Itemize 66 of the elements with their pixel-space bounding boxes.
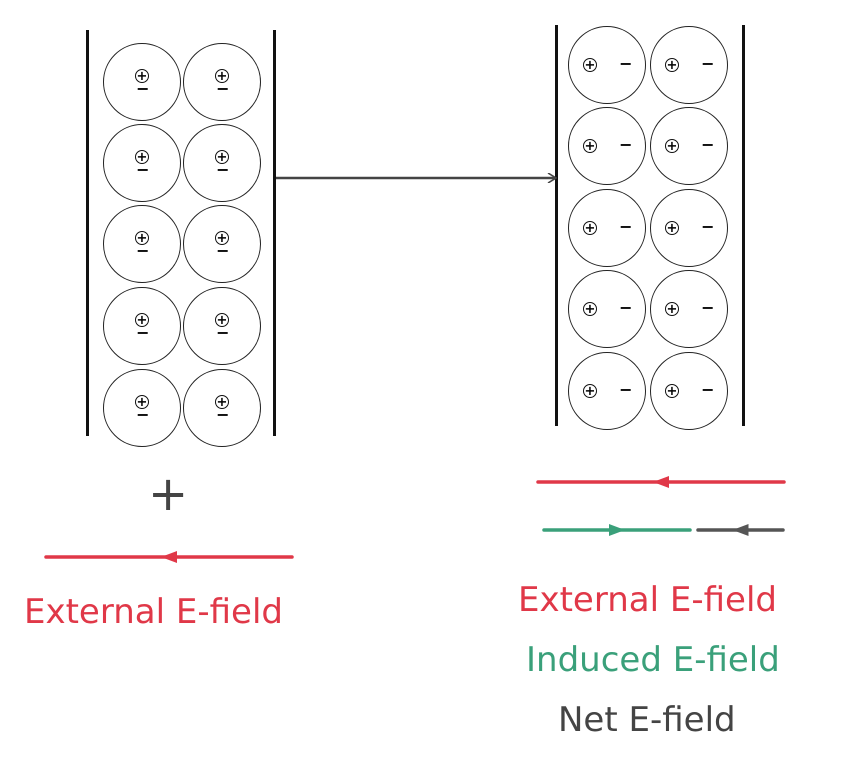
atom-circle (650, 189, 728, 267)
positive-charge: + (135, 150, 149, 164)
positive-charge: + (665, 58, 679, 72)
atom-circle (568, 270, 646, 348)
positive-charge: + (135, 313, 149, 327)
positive-charge: + (215, 69, 229, 83)
positive-charge: + (583, 58, 597, 72)
legend-text: Induced E-field (526, 640, 780, 680)
negative-charge: − (619, 220, 632, 234)
negative-charge: − (701, 57, 714, 71)
positive-charge: + (135, 395, 149, 409)
legend-text: External E-field (24, 592, 283, 632)
negative-charge: − (136, 244, 150, 258)
positive-charge: + (665, 384, 679, 398)
atom-circle (183, 369, 261, 447)
atom-circle (650, 352, 728, 430)
atom-circle (568, 189, 646, 267)
legend-text: Net E-field (558, 700, 736, 740)
negative-charge: − (619, 383, 632, 397)
atom-circle (183, 43, 261, 121)
atom-circle (183, 124, 261, 202)
atom-circle (183, 205, 261, 283)
negative-charge: − (136, 408, 150, 422)
negative-charge: − (136, 163, 150, 177)
atom-circle (183, 287, 261, 365)
negative-charge: − (216, 244, 230, 258)
atom-circle (103, 287, 181, 365)
arrow (276, 172, 557, 184)
positive-charge: + (665, 302, 679, 316)
legend-text: External E-field (518, 580, 777, 620)
negative-charge: − (216, 326, 230, 340)
negative-charge: − (701, 383, 714, 397)
negative-charge: − (619, 57, 632, 71)
positive-charge: + (215, 395, 229, 409)
negative-charge: − (216, 163, 230, 177)
positive-charge: + (583, 221, 597, 235)
atom-circle (568, 352, 646, 430)
atom-circle (650, 270, 728, 348)
negative-charge: − (619, 301, 632, 315)
atom-circle (568, 107, 646, 185)
positive-charge: + (215, 150, 229, 164)
positive-charge: + (135, 69, 149, 83)
negative-charge: − (701, 220, 714, 234)
negative-charge: − (136, 326, 150, 340)
negative-charge: − (136, 82, 150, 96)
atom-circle (103, 124, 181, 202)
positive-charge: + (583, 302, 597, 316)
positive-charge: + (665, 221, 679, 235)
negative-charge: − (701, 138, 714, 152)
positive-charge: + (135, 231, 149, 245)
positive-charge: + (215, 313, 229, 327)
negative-charge: − (216, 408, 230, 422)
positive-charge: + (215, 231, 229, 245)
negative-charge: − (216, 82, 230, 96)
positive-charge: + (665, 139, 679, 153)
negative-charge: − (701, 301, 714, 315)
positive-charge: + (583, 139, 597, 153)
positive-charge: + (583, 384, 597, 398)
atom-circle (650, 26, 728, 104)
atom-circle (568, 26, 646, 104)
atom-circle (103, 205, 181, 283)
negative-charge: − (619, 138, 632, 152)
plus-sign: + (148, 470, 188, 518)
atom-circle (103, 369, 181, 447)
atom-circle (650, 107, 728, 185)
atom-circle (103, 43, 181, 121)
